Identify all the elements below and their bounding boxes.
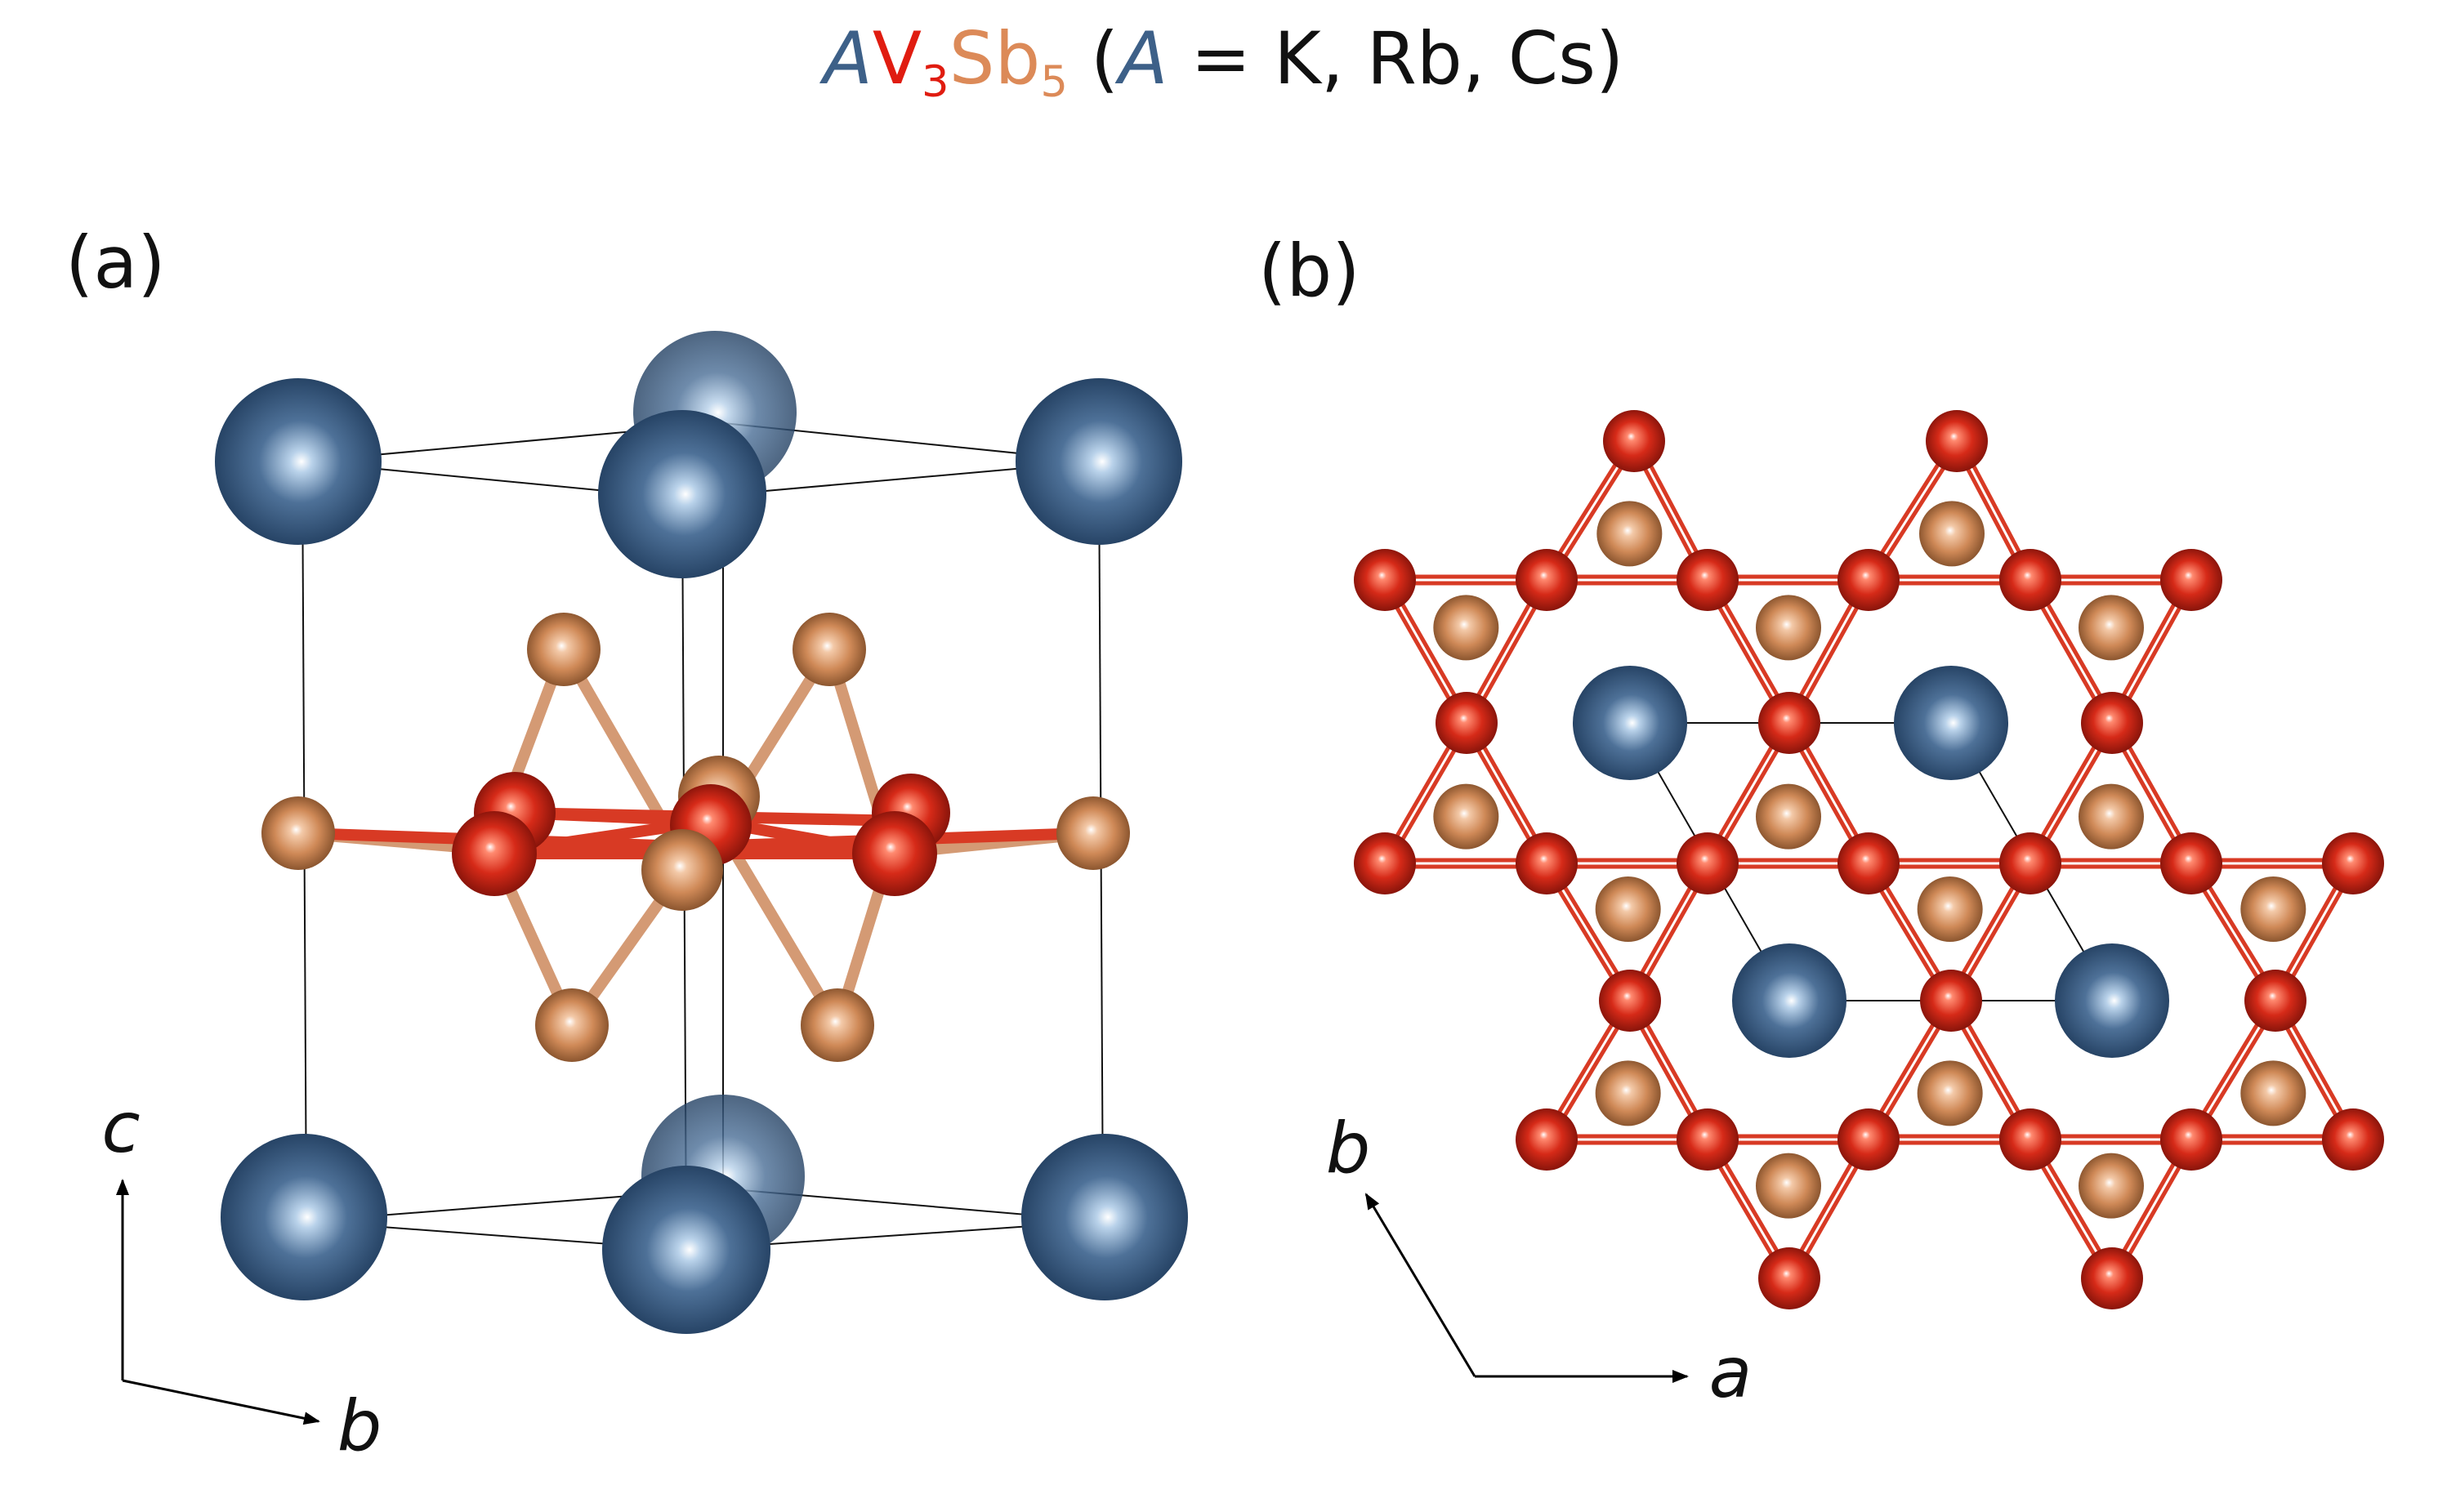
title-formula-sb: Sb (949, 16, 1041, 100)
v-atom (1354, 549, 1416, 611)
a-atom (1573, 666, 1687, 780)
axis-label-b: b (1326, 1108, 1371, 1189)
v-atom (2081, 1247, 2143, 1309)
sb-atom (535, 988, 609, 1062)
v-atom (1677, 832, 1739, 894)
v-atom (2322, 1108, 2384, 1171)
a-atom (1732, 943, 1846, 1058)
v-atom (852, 811, 937, 896)
a-atom (1016, 378, 1182, 545)
title-formula-sb-subscript: 5 (1040, 56, 1068, 107)
a-atom (2055, 943, 2169, 1058)
sb-atom (1433, 783, 1499, 850)
sb-atom (793, 613, 866, 686)
v-atom (2081, 692, 2143, 754)
v-atom (1436, 692, 1498, 754)
v-atom (1516, 1108, 1578, 1171)
b-axis-arrow (122, 1379, 320, 1425)
sb-atom (1756, 595, 1821, 661)
sb-atom (1756, 1153, 1821, 1219)
a-atom (215, 378, 382, 545)
sb-atom (2240, 1060, 2306, 1126)
v-atom (1920, 970, 1982, 1032)
v-atom (1516, 832, 1578, 894)
v-atom (2322, 832, 2384, 894)
v-atom (452, 811, 537, 896)
axis-label-a: a (1709, 1332, 1753, 1414)
sb-atom (641, 829, 723, 911)
v-atom (1354, 832, 1416, 894)
axis-label-b: b (337, 1385, 382, 1467)
title-paren-rest: = K, Rb, Cs) (1168, 16, 1624, 100)
v-atom (1516, 549, 1578, 611)
v-atom (1599, 970, 1661, 1032)
v-atom (2160, 549, 2222, 611)
title-formula-v: V (872, 16, 922, 100)
sb-atom (1433, 595, 1499, 661)
v-atom (2244, 970, 2306, 1032)
panel-a-label: (a) (65, 221, 166, 305)
a-atom (221, 1134, 387, 1300)
v-atom (2160, 1108, 2222, 1171)
sb-atom (1917, 876, 1983, 942)
axes-panel-a: c b (101, 1087, 382, 1467)
v-atom (1677, 549, 1739, 611)
title-formula-a: A (823, 16, 873, 100)
title-paren-a: A (1119, 16, 1168, 100)
sb-atom (2240, 876, 2306, 942)
v-atom (1837, 1108, 1900, 1171)
v-atom (1758, 692, 1820, 754)
sb-atom (2079, 1153, 2144, 1219)
v-atom (1837, 549, 1900, 611)
a-atoms (1573, 666, 2169, 1058)
sb-atom (1917, 1060, 1983, 1126)
v-atom (1758, 1247, 1820, 1309)
sb-atom (1595, 876, 1661, 942)
sb-atom (1756, 783, 1821, 850)
sb-atom (801, 988, 874, 1062)
a-atom (602, 1166, 770, 1334)
v-atom (1999, 832, 2061, 894)
v-atoms (1354, 410, 2384, 1309)
sb-atom (2079, 595, 2144, 661)
sb-atom (1919, 501, 1985, 567)
sb-atoms (1433, 501, 2306, 1219)
sb-atom (2079, 783, 2144, 850)
v-atom (1999, 1108, 2061, 1171)
sb-atom (1056, 796, 1130, 870)
axes-panel-b: a b (1326, 1108, 1753, 1414)
a-atom (1021, 1134, 1188, 1300)
v-atom (1603, 410, 1665, 472)
v-atom (1677, 1108, 1739, 1171)
axis-label-c: c (101, 1087, 140, 1169)
sb-atom (1595, 1060, 1661, 1126)
a-atom (598, 410, 766, 578)
figure-title: AV3Sb5 (A = K, Rb, Cs) (0, 16, 2447, 104)
sb-atom (1596, 501, 1663, 567)
sb-atom (527, 613, 601, 686)
panel-a-unit-cell: c b (101, 331, 1188, 1467)
title-formula-v-subscript: 3 (922, 56, 949, 107)
b-axis-arrow (1364, 1193, 1476, 1377)
panel-b-kagome-layer: a b (1326, 410, 2384, 1414)
v-atom (1926, 410, 1988, 472)
sb-atom (261, 796, 335, 870)
a-atom (1894, 666, 2008, 780)
panel-b-label: (b) (1258, 229, 1360, 313)
v-atom (2160, 832, 2222, 894)
v-atom (1837, 832, 1900, 894)
title-paren-open: ( (1067, 16, 1119, 100)
v-atom (1999, 549, 2061, 611)
